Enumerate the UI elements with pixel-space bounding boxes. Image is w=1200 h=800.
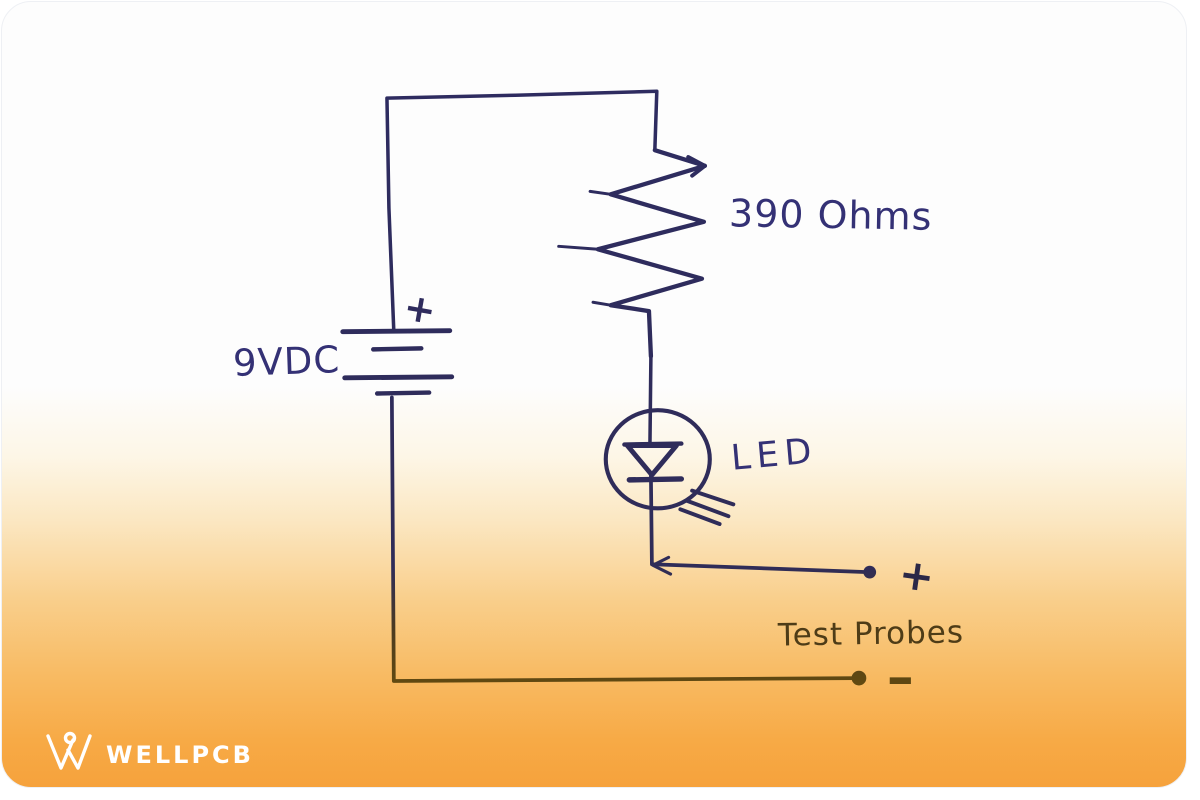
led-light-ray	[684, 498, 731, 519]
positive-probe-tip	[863, 565, 877, 579]
led-light-ray	[690, 488, 736, 507]
resistor-value-label: 390 Ohms	[728, 191, 933, 239]
wellpcb-logo: WELLPCB	[42, 724, 254, 772]
led-light-ray	[678, 507, 722, 526]
negative-probe-minus-sign: -	[886, 651, 915, 705]
schematic-photo-card: 9VDC + 390 Ohms LED + Test Probes - WELL…	[1, 1, 1187, 788]
wellpcb-w-icon	[46, 731, 92, 770]
test-probes-label: Test Probes	[777, 614, 965, 654]
circuit-drawing	[340, 89, 877, 686]
battery-voltage-label: 9VDC	[232, 338, 341, 385]
wire-led-to-positive-probe	[649, 473, 877, 579]
wire-battery-to-resistor	[385, 89, 659, 334]
positive-probe-plus-sign: +	[895, 548, 938, 603]
negative-probe-tip	[851, 670, 867, 686]
led-symbol	[603, 354, 736, 526]
wire-battery-to-negative-probe	[389, 395, 867, 686]
led-label: LED	[729, 431, 820, 479]
resistor-symbol	[557, 148, 708, 359]
battery-symbol	[340, 328, 455, 396]
battery-plus-sign: +	[400, 284, 440, 334]
wellpcb-logo-text: WELLPCB	[106, 741, 254, 769]
